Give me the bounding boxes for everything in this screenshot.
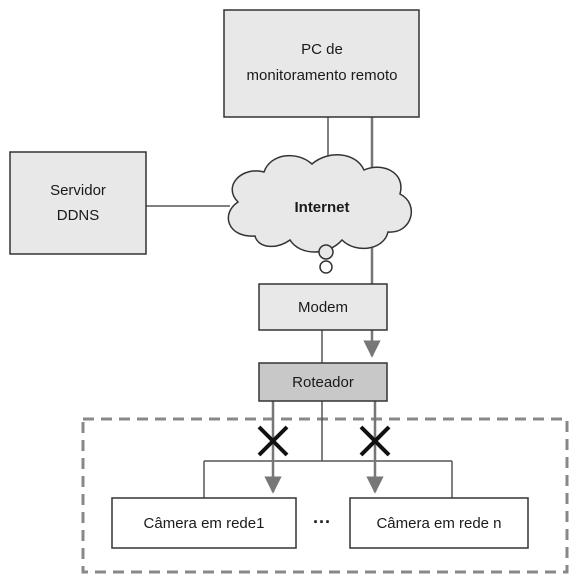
ellipsis-label: ···: [313, 512, 331, 532]
camera-1-box: Câmera em rede1: [111, 497, 297, 549]
camera-1-label: Câmera em rede1: [144, 515, 265, 532]
internet-label: Internet: [294, 199, 349, 216]
blocked-cross-icon: [359, 425, 391, 457]
internet-cloud: Internet: [227, 154, 412, 274]
remote-pc-label-line1: PC de: [301, 41, 343, 58]
cloud-bubble: [319, 260, 333, 274]
modem-box: Modem: [258, 283, 388, 331]
router-box: Roteador: [258, 362, 388, 402]
blocked-cross-icon: [257, 425, 289, 457]
ddns-label-line1: Servidor: [50, 182, 106, 199]
ddns-label-line2: DDNS: [57, 207, 100, 224]
modem-label: Modem: [298, 299, 348, 316]
local-network-boundary: [81, 417, 569, 574]
router-label: Roteador: [292, 374, 354, 391]
cloud-bubble: [318, 244, 334, 260]
connector-lines: [146, 117, 453, 498]
camera-n-label: Câmera em rede n: [376, 515, 501, 532]
camera-n-box: Câmera em rede n: [349, 497, 529, 549]
ddns-server-box: Servidor DDNS: [9, 151, 147, 255]
remote-pc-label-line2: monitoramento remoto: [247, 67, 398, 84]
remote-pc-box: PC de monitoramento remoto: [223, 9, 420, 118]
